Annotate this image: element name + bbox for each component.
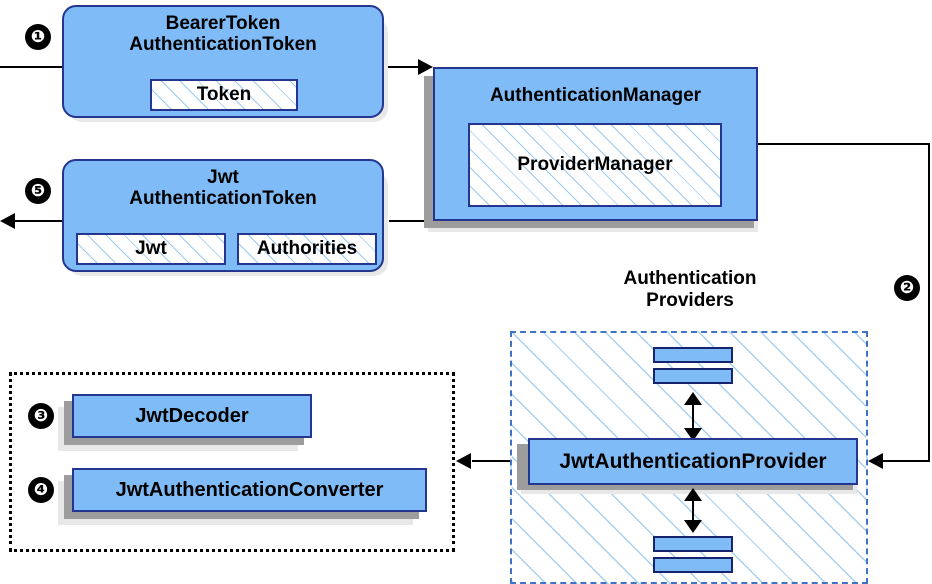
jwt-authentication-converter-label: JwtAuthenticationConverter: [115, 478, 384, 501]
connector-right-rail: [928, 143, 930, 461]
step-marker-1-label: ❶: [30, 26, 46, 47]
step-marker-5: ❺: [25, 178, 51, 204]
provider-manager-label: ProviderManager: [517, 154, 673, 175]
step-marker-3: ❸: [28, 403, 54, 429]
provider-stack-bar-bottom-1: [653, 536, 733, 552]
connector-inbound-request: [0, 66, 78, 68]
connector-manager-right: [758, 143, 930, 145]
jwt-field-label: Jwt: [135, 238, 167, 259]
provider-stack-bar-top-1: [653, 347, 733, 363]
providers-caption-line1: Authentication: [623, 268, 757, 289]
connector-vertical-top: [692, 396, 694, 432]
arrowhead-down-bottom: [684, 520, 702, 533]
authorities-field-label: Authorities: [256, 238, 358, 259]
bearer-token-label-line1: BearerToken: [165, 13, 281, 34]
provider-stack-bar-top-2: [653, 368, 733, 384]
jwt-token-label-line2: AuthenticationToken: [129, 188, 317, 210]
arrowhead-into-provider: [868, 453, 883, 469]
step-marker-4-label: ❹: [33, 479, 49, 500]
jwt-decoder-label: JwtDecoder: [135, 404, 249, 427]
jwt-token-label-line1: Jwt: [207, 167, 239, 188]
node-jwt-authentication-provider[interactable]: JwtAuthenticationProvider: [528, 438, 858, 485]
step-marker-1: ❶: [25, 24, 51, 50]
bearer-token-label-line2: AuthenticationToken: [129, 34, 317, 56]
connector-outbound-result: [14, 220, 78, 222]
providers-caption-line2: Providers: [646, 289, 734, 311]
authentication-manager-label: AuthenticationManager: [489, 85, 702, 106]
arrowhead-to-manager: [418, 59, 433, 75]
node-jwt-field[interactable]: Jwt: [76, 233, 226, 265]
arrowhead-outbound-result: [0, 213, 15, 229]
authentication-providers-caption: Authentication Providers: [560, 268, 820, 311]
arrowhead-to-group: [456, 453, 471, 469]
connector-provider-to-group: [472, 460, 520, 462]
step-marker-5-label: ❺: [30, 180, 46, 201]
jwt-support-components-group: [9, 372, 455, 552]
step-marker-4: ❹: [28, 477, 54, 503]
connector-bearer-to-manager: [388, 66, 426, 68]
step-marker-2: ❷: [894, 275, 920, 301]
connector-vertical-bottom: [692, 492, 694, 524]
connector-manager-to-jwt-token: [389, 220, 433, 222]
node-jwt-decoder[interactable]: JwtDecoder: [72, 394, 312, 438]
token-field-label: Token: [196, 84, 252, 105]
node-provider-manager[interactable]: ProviderManager: [468, 123, 722, 207]
node-authorities-field[interactable]: Authorities: [237, 233, 377, 265]
connector-into-provider: [872, 460, 930, 462]
step-marker-3-label: ❸: [33, 405, 49, 426]
jwt-authentication-provider-label: JwtAuthenticationProvider: [559, 449, 827, 473]
step-marker-2-label: ❷: [899, 277, 915, 298]
provider-stack-bar-bottom-2: [653, 557, 733, 573]
node-jwt-authentication-converter[interactable]: JwtAuthenticationConverter: [72, 468, 427, 512]
arrowhead-down-top: [684, 428, 702, 441]
node-token-field[interactable]: Token: [150, 79, 298, 111]
